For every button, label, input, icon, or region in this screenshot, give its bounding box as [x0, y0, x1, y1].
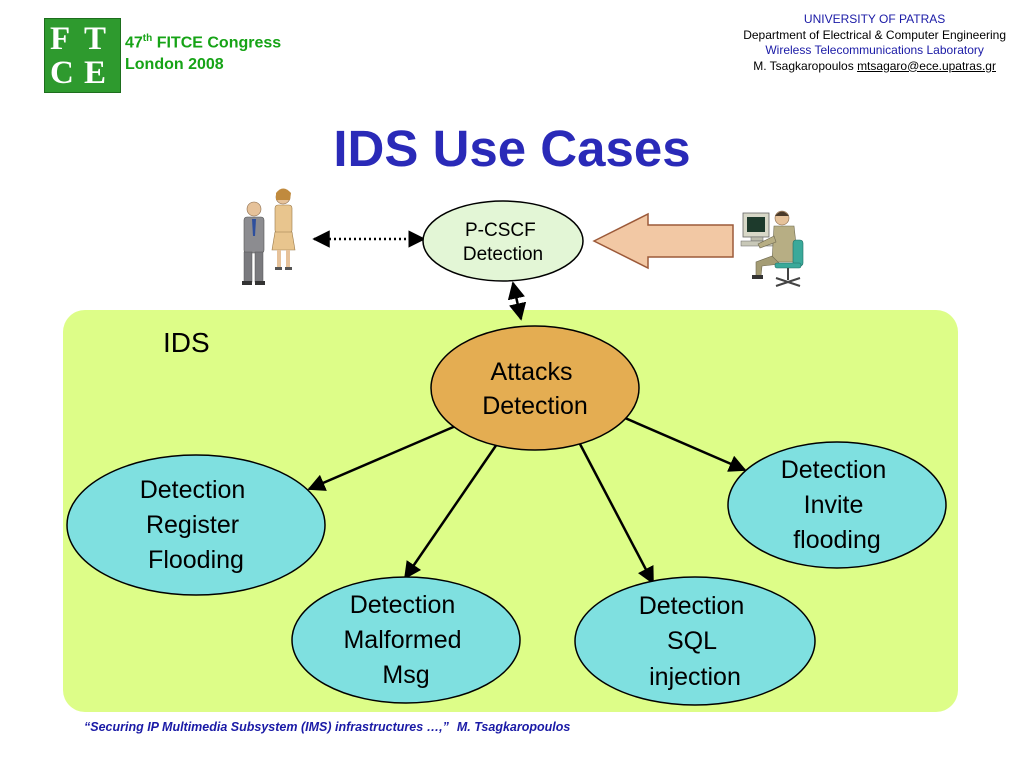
register-label-line3: Flooding [148, 546, 244, 574]
sql-label-line1: Detection [639, 592, 745, 620]
sql-label-line2: SQL [667, 627, 717, 655]
pcscf-label-line1: P-CSCF [465, 220, 536, 241]
malformed-msg-node[interactable]: Detection Malformed Msg [291, 576, 521, 704]
svg-text:Detection Invite f: Detection Invite flooding [781, 456, 894, 554]
author-email[interactable]: mtsagaro@ece.upatras.gr [857, 58, 996, 73]
logo-letter-e: E [84, 55, 107, 91]
attacks-malformed-link [403, 443, 499, 580]
footer-quote: “Securing IP Multimedia Subsystem (IMS) … [84, 720, 449, 734]
attacks-detection-node[interactable]: Attacks Detection [430, 325, 640, 451]
conference-name: 47th FITCE Congress [125, 33, 282, 52]
invite-label-line3: flooding [793, 526, 881, 554]
slide-title: IDS Use Cases [333, 120, 691, 177]
footer-citation: “Securing IP Multimedia Subsystem (IMS) … [84, 720, 570, 734]
operator-at-computer-icon [740, 210, 804, 287]
laboratory-name: Wireless Telecommunications Laboratory [765, 43, 984, 57]
svg-text:Attacks Detection: Attacks Detection [482, 358, 588, 420]
malformed-label-line1: Detection [350, 591, 456, 619]
register-label-line2: Register [146, 511, 239, 539]
attacks-invite-link [624, 416, 747, 472]
attacks-register-link [307, 423, 459, 491]
malformed-label-line3: Msg [382, 661, 429, 689]
conference-location: London 2008 [125, 56, 224, 74]
invite-label-line2: Invite [804, 491, 864, 519]
department-name: Department of Electrical & Computer Engi… [743, 27, 1006, 42]
university-name: UNIVERSITY OF PATRAS [803, 12, 946, 26]
logo-letter-c: C [50, 55, 74, 91]
invite-label-line1: Detection [781, 456, 887, 484]
attacks-label-line2: Detection [482, 392, 588, 420]
author-contact: M. Tsagkaropoulos mtsagaro@ece.upatras.g… [743, 59, 1006, 75]
operator-block-arrow [592, 212, 734, 270]
ids-system-label: IDS [163, 327, 210, 358]
svg-text:P-CSCF Detection: P-CSCF Detection [463, 220, 543, 265]
footer-author: M. Tsagkaropoulos [456, 720, 571, 734]
register-flooding-node[interactable]: Detection Register Flooding [66, 454, 326, 596]
attacks-label-line1: Attacks [491, 358, 573, 386]
university-info: UNIVERSITY OF PATRAS Department of Elect… [743, 12, 1006, 74]
svg-text:Detection Register: Detection Register Flooding [140, 476, 253, 574]
business-actors-icon [242, 188, 296, 285]
register-label-line1: Detection [140, 476, 246, 504]
fitce-logo: F T C E [44, 18, 121, 93]
conference-info: 47th FITCE Congress London 2008 [125, 28, 281, 76]
logo-letter-f: F [50, 21, 71, 57]
pcscf-detection-node[interactable]: P-CSCF Detection [422, 200, 584, 282]
svg-text:Detection Malformed: Detection Malformed Msg [343, 591, 468, 689]
attacks-sql-link [578, 443, 655, 585]
logo-letter-t: T [84, 21, 107, 57]
author-name: M. Tsagkaropoulos [753, 58, 854, 73]
svg-text:Detection SQL inje: Detection SQL injection [639, 592, 752, 691]
sql-injection-node[interactable]: Detection SQL injection [574, 576, 816, 706]
malformed-label-line2: Malformed [343, 626, 461, 654]
pcscf-label-line2: Detection [463, 244, 543, 265]
sql-label-line3: injection [649, 663, 741, 691]
invite-flooding-node[interactable]: Detection Invite flooding [727, 441, 947, 569]
pcscf-attacks-link [507, 281, 527, 321]
